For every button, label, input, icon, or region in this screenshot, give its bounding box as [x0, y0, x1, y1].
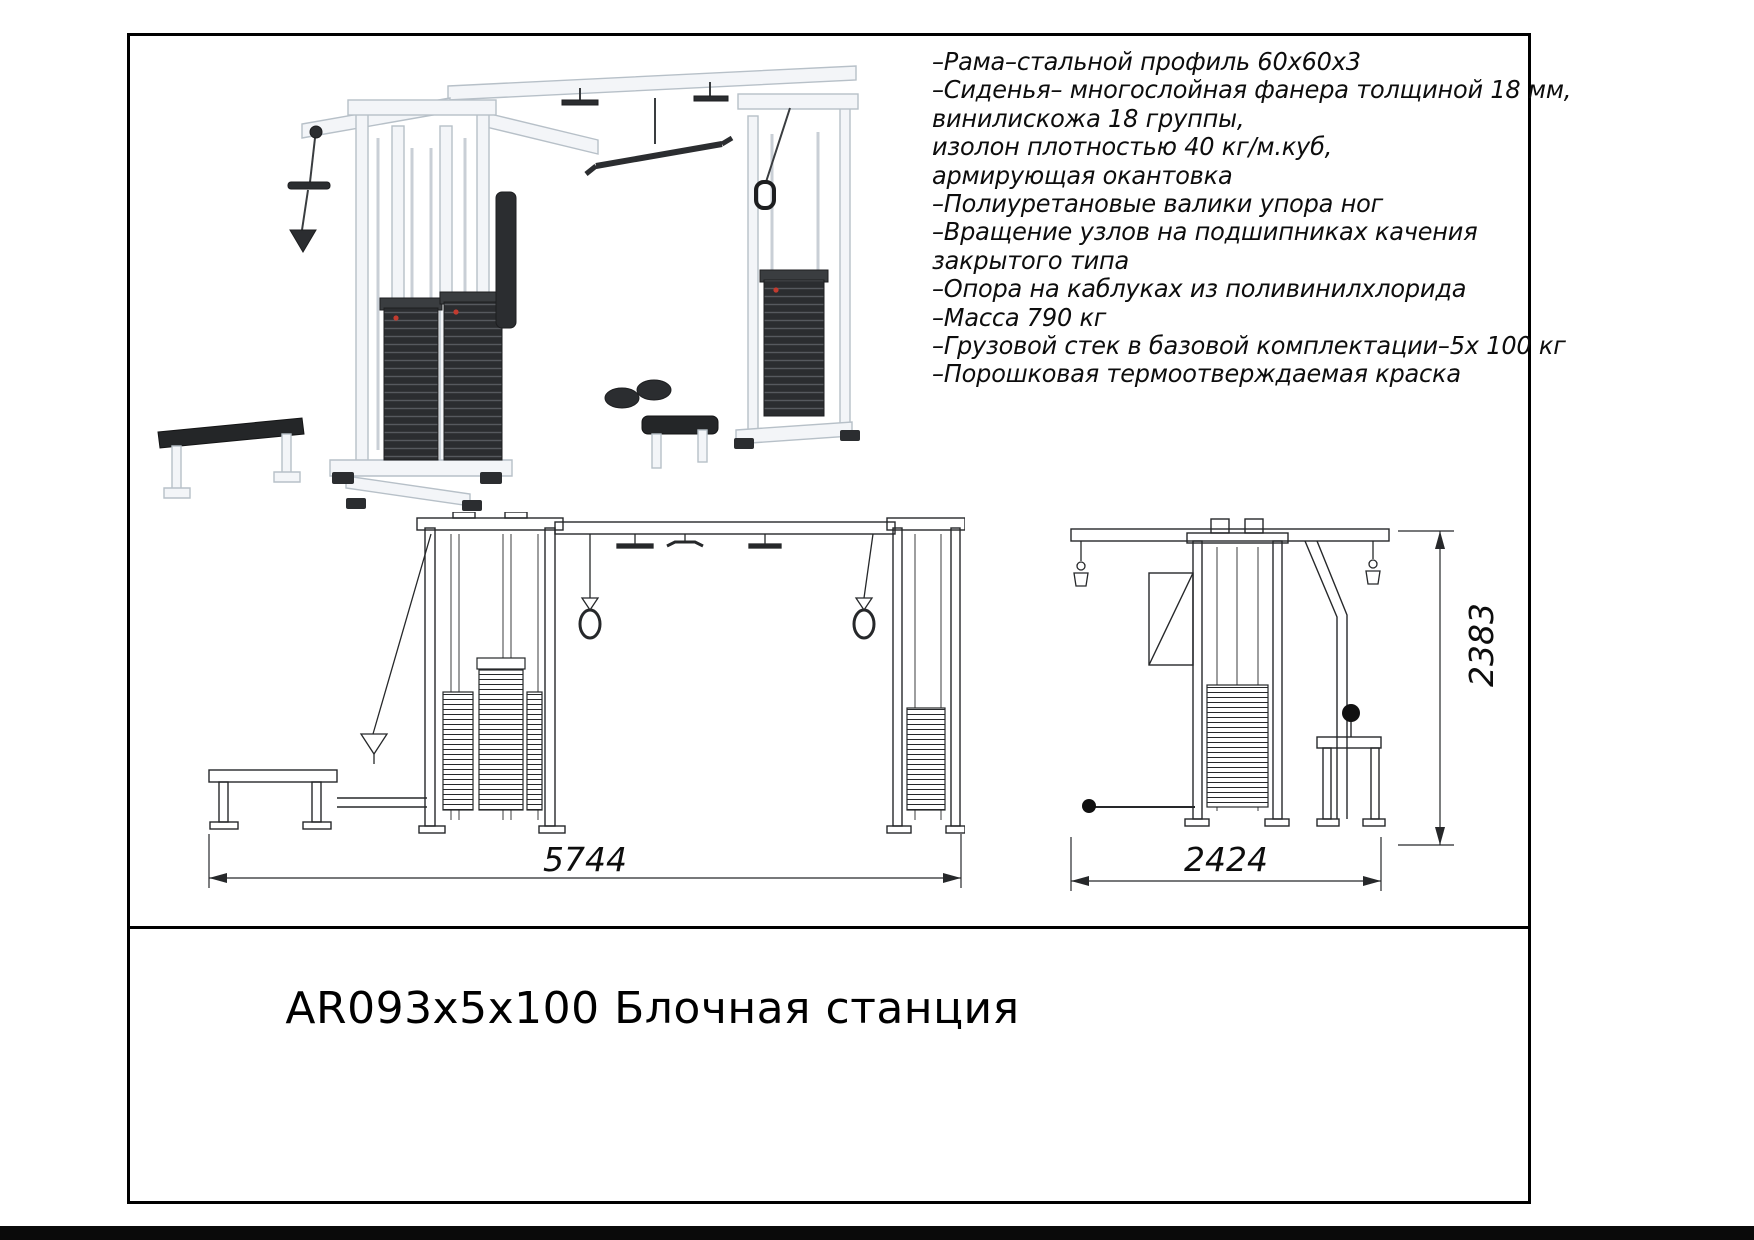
spec-line: –Полиуретановые валики упора ног — [932, 189, 1383, 219]
spec-line: изолон плотностью 40 кг/м.куб, — [932, 132, 1333, 162]
spec-line: закрытого типа — [932, 245, 1130, 275]
spec-line: –Грузовой стек в базовой комплектации–5х… — [932, 331, 1566, 361]
benches — [157, 415, 719, 499]
title-block-divider — [127, 926, 1531, 929]
sheet-border — [127, 33, 1531, 1204]
machine-3d-render — [157, 65, 860, 511]
side-press-bar — [1082, 799, 1195, 813]
front-cables-handles — [359, 533, 876, 764]
front-width-dimension-label: 5744 — [543, 840, 627, 879]
side-hanging-handles — [1073, 541, 1381, 587]
front-dimension-lines — [208, 834, 962, 888]
height-dimension-lines — [1398, 530, 1454, 846]
bottom-edge-band — [0, 1226, 1754, 1240]
spec-line: армирующая окантовка — [932, 160, 1233, 190]
spec-line: винилискожа 18 группы, — [932, 103, 1245, 133]
spec-line: –Вращение узлов на подшипниках качения — [932, 217, 1478, 247]
front-view-drawing — [208, 512, 965, 888]
spec-line: –Рама–стальной профиль 60х60х3 — [932, 47, 1361, 76]
side-weight-stack — [1206, 684, 1269, 808]
side-dimension-lines — [1070, 837, 1382, 891]
side-bench — [1316, 721, 1386, 827]
spec-list: –Рама–стальной профиль 60х60х3 –Сиденья–… — [932, 47, 1572, 389]
front-weight-stacks — [442, 657, 946, 811]
height-dimension-label: 2383 — [1462, 603, 1501, 687]
spec-line: –Порошковая термоотверждаемая краска — [932, 359, 1461, 389]
spec-line: –Сиденья– многослойная фанера толщиной 1… — [932, 75, 1572, 105]
side-width-dimension-label: 2424 — [1184, 840, 1268, 879]
cables — [301, 82, 791, 231]
selector-pins — [393, 287, 779, 321]
weight-stacks — [379, 269, 829, 461]
sheet-title: AR093x5x100 Блочная станция — [285, 983, 1020, 1034]
side-dimension-arrows — [1071, 876, 1381, 886]
side-view-drawing — [1070, 518, 1390, 891]
feet-pads — [332, 430, 860, 511]
front-dimension-arrows — [209, 873, 961, 883]
attachments — [287, 95, 776, 409]
spec-line: –Масса 790 кг — [932, 302, 1107, 332]
spec-line: –Опора на каблуках из поливинилхлорида — [932, 274, 1467, 304]
side-roller-knob — [1342, 704, 1360, 722]
